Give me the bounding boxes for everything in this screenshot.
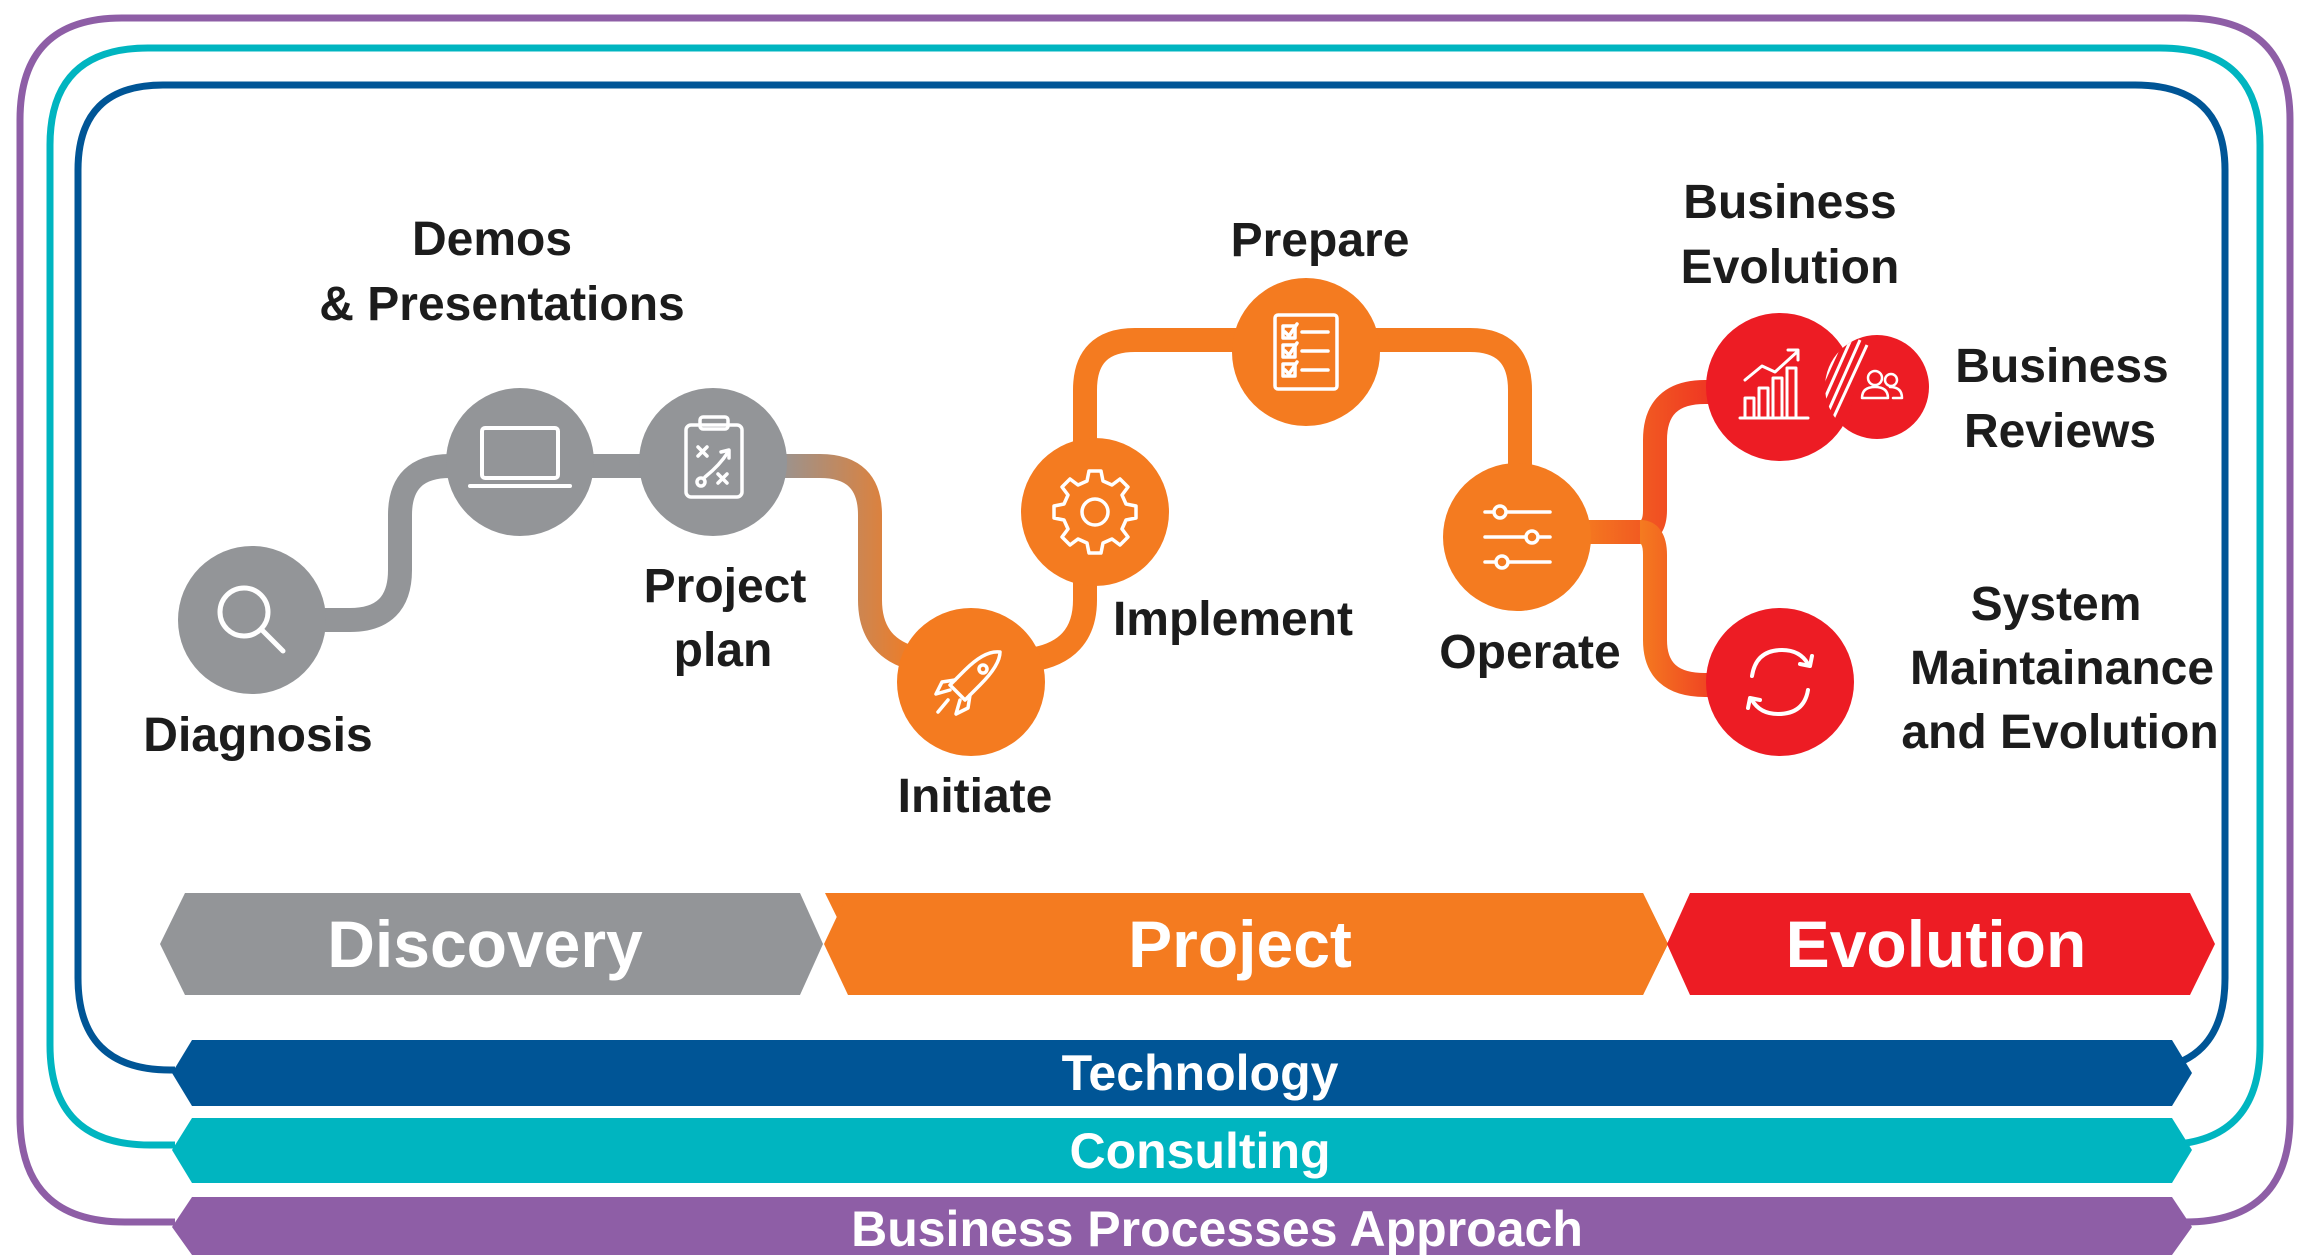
initiate-circle [897,608,1045,756]
connector-diagnosis-demos [250,454,520,632]
technology-band-label: Technology [1062,1045,1339,1101]
business-evolution-label-line2: Evolution [1681,241,1900,294]
consulting-band [172,1118,2192,1183]
project-plan-circle [639,388,787,536]
demos-circle [446,388,594,536]
laptop-icon [468,426,572,488]
business-evolution-label-line1: Business [1683,176,1896,229]
project-phase-arrow-fill [824,893,1668,995]
initiate-label: Initiate [898,770,1053,823]
diagnosis-label: Diagnosis [143,709,372,762]
consulting-band-label: Consulting [1069,1123,1330,1179]
connector-operate-maintenance [1638,520,1760,697]
business-evolution-circle [1706,313,1854,461]
business-reviews-label-line2: Reviews [1964,405,2156,458]
connector-plan-initiate [770,454,923,672]
magnifier-icon [217,585,286,654]
clipboard-plan-icon [684,415,744,499]
sliders-icon [1483,504,1552,570]
business-processes-band [172,1197,2192,1255]
system-maintenance-label-line1: System [1971,578,2142,631]
consulting-frame [46,44,2264,1149]
project-plan-label-line2: plan [674,624,773,677]
discovery-phase-arrow [160,893,823,995]
system-maintenance-circle [1706,608,1854,756]
connector-implement-prepare [1073,328,1250,460]
business-processes-band-label: Business Processes Approach [851,1201,1583,1255]
rocket-icon [934,650,1002,716]
technology-frame [74,81,2229,1074]
connector-prepare-operate [1360,328,1532,480]
diagnosis-circle [178,546,326,694]
evolution-phase-label: Evolution [1786,907,2087,981]
business-reviews-label-line1: Business [1955,340,2168,393]
technology-band [172,1040,2192,1106]
prepare-label: Prepare [1231,214,1410,267]
implement-circle [1021,438,1169,586]
system-maintenance-label-line2: Maintainance [1910,642,2214,695]
demos-label-line2: & Presentations [319,278,684,331]
growth-chart-icon [1738,348,1810,420]
checklist-icon [1273,313,1339,391]
operate-label: Operate [1439,626,1620,679]
people-icon [1860,369,1904,400]
implement-label: Implement [1113,593,1353,646]
evolution-phase-arrow [1667,893,2215,995]
gear-icon [1052,469,1138,555]
business-processes-frame [16,14,2294,1226]
system-maintenance-label-line3: and Evolution [1901,706,2218,759]
project-plan-label-line1: Project [644,560,807,613]
demos-label-line1: Demos [412,213,572,266]
project-phase-label: Project [1128,907,1352,981]
connector-initiate-implement [1027,540,1097,672]
discovery-phase-label: Discovery [327,907,643,981]
refresh-icon [1746,648,1814,716]
